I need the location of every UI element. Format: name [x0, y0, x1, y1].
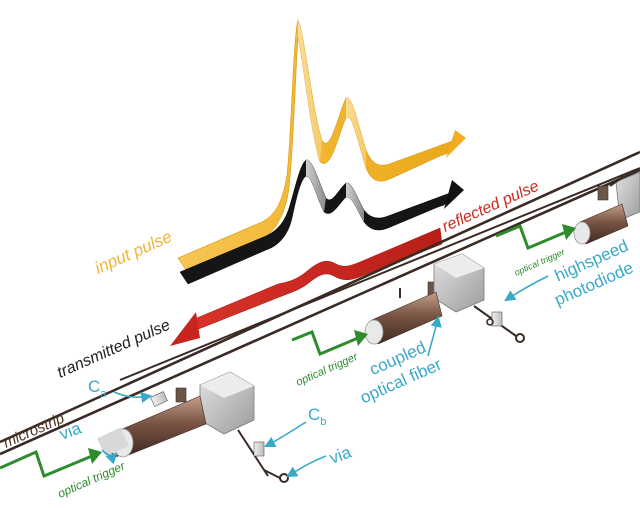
arrow-via-right	[286, 455, 327, 478]
arrow-coupled-fiber	[427, 315, 442, 357]
reflected-pulse-ribbon	[170, 227, 443, 346]
lower-photodiode-assembly	[96, 371, 289, 483]
arrow-ca	[113, 391, 153, 403]
ca-label-sub: a	[100, 388, 107, 400]
ca-label: Ca	[88, 377, 107, 400]
ca-label-main: C	[88, 377, 100, 396]
via-right-label: via	[327, 442, 354, 467]
optical-trigger-label-middle: optical trigger	[294, 350, 360, 388]
cb-label-sub: b	[320, 416, 326, 428]
input-pulse-label: input pulse	[92, 227, 175, 278]
arrow-cb	[263, 421, 307, 448]
cb-label: Cb	[308, 405, 326, 428]
via-right-pad	[279, 473, 289, 483]
microstrip-label: microstrip	[1, 410, 67, 452]
capacitor-cb	[253, 441, 265, 457]
optical-trigger-arrow-top	[495, 224, 576, 250]
optical-trigger-arrow-middle	[291, 330, 368, 356]
input-pulse-ribbon	[177, 19, 466, 271]
capacitor-ca	[150, 391, 168, 407]
transmitted-pulse-ribbon	[179, 159, 464, 285]
arrow-via-left	[101, 449, 118, 465]
fiber-tip-upper	[573, 221, 591, 245]
upper-photodiode-assembly	[573, 171, 640, 245]
photodiode-label: highspeed photodiode	[552, 236, 637, 309]
fiber-tip-middle	[364, 319, 384, 345]
optical-trigger-label-bottom: optical trigger	[56, 458, 128, 500]
resistor-a	[175, 387, 187, 403]
arrow-photodiode	[504, 275, 549, 302]
optical-trigger-arrow-bottom	[0, 448, 102, 479]
microstrip-traces	[0, 150, 640, 456]
middle-photodiode-assembly	[364, 253, 525, 345]
annotation-arrows	[101, 275, 549, 478]
cb-label-main: C	[308, 405, 320, 424]
